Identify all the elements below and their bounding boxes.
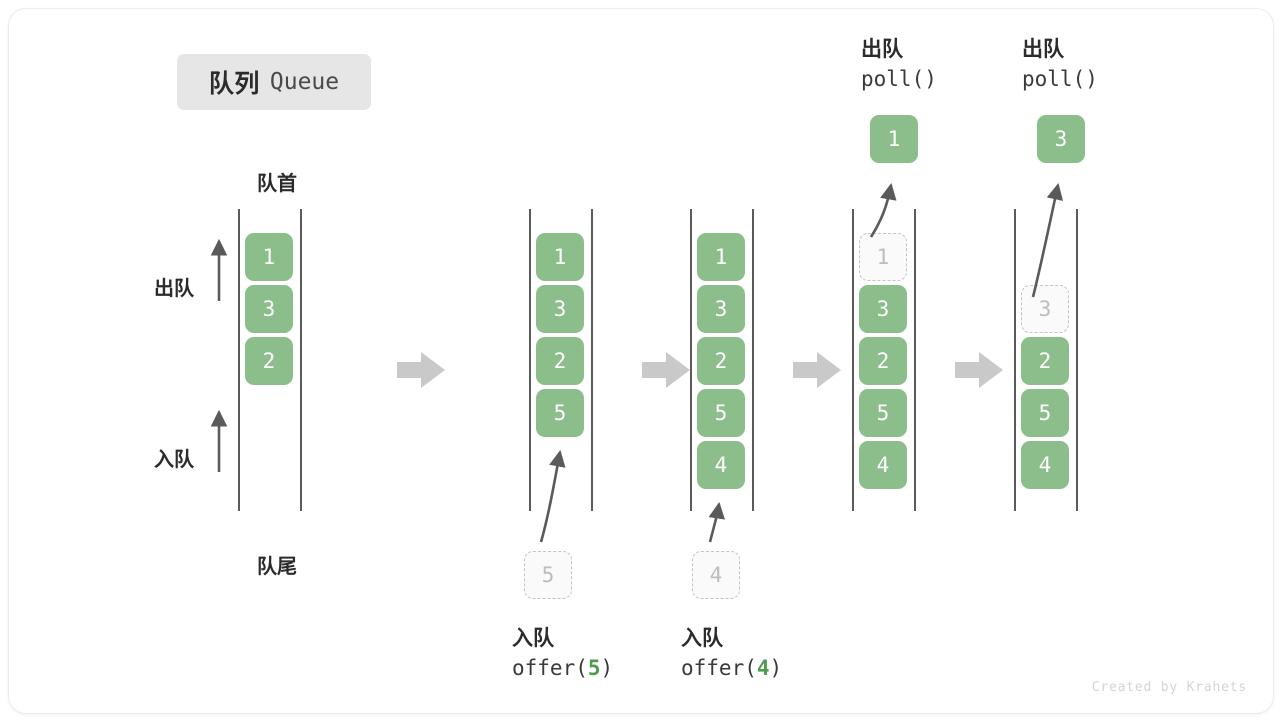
queue-tail-label: 队尾 [257,556,297,578]
offer-5-label-code: offer(5) [512,655,614,680]
popped-cell: 1 [870,115,918,163]
queue-cell: 2 [1021,337,1069,385]
poll-1-label-code: poll() [861,66,937,91]
title-badge: 队列 Queue [177,54,371,110]
offer-5-label: 入队 offer(5) [512,624,613,684]
queue-cell: 3 [697,285,745,333]
transition-arrow [793,352,841,388]
title-cn: 队列 [208,70,260,98]
poll-3-arrow [1031,182,1064,298]
queue-cell-removed: 1 [859,233,907,281]
watermark: Created by Krahets [1091,680,1247,695]
title-en: Queue [269,69,340,95]
poll-3-label-cn: 出队 [1022,38,1064,61]
poll-1-label-cn: 出队 [861,38,903,61]
offer-4-label: 入队 offer(4) [681,624,782,684]
queue-head-label: 队首 [257,173,297,195]
transition-arrow [642,352,690,388]
offer-4-arrow [708,501,726,543]
queue-cell: 4 [697,441,745,489]
queue-cell: 3 [859,285,907,333]
offer-4-label-cn: 入队 [681,627,723,650]
enqueue-direction-label: 入队 [154,449,194,471]
queue-cell: 1 [245,233,293,281]
poll-3-label-code: poll() [1022,66,1098,91]
queue-cell: 3 [245,285,293,333]
queue-cell: 2 [697,337,745,385]
queue-rail-left-1 [529,209,531,511]
queue-cell: 5 [859,389,907,437]
queue-rail-right-0 [300,209,302,511]
queue-rail-right-3 [914,209,916,511]
queue-rail-right-1 [591,209,593,511]
arrow-overlay [210,182,1064,543]
poll-1-label: 出队 poll() [861,35,937,95]
queue-cell: 3 [536,285,584,333]
transition-arrow [397,352,445,388]
popped-cell: 3 [1037,115,1085,163]
queue-rail-left-0 [238,209,240,511]
queue-cell: 1 [697,233,745,281]
transition-arrow [955,352,1003,388]
diagram-card: 队列 Queue 队首 队尾 出队 入队 1 3 2 1 3 2 5 5 入队 … [8,8,1274,714]
queue-rail-right-4 [1076,209,1078,511]
queue-cell: 5 [1021,389,1069,437]
queue-rail-left-4 [1014,209,1016,511]
offer-5-arrow [539,449,566,543]
queue-cell: 5 [536,389,584,437]
incoming-ghost-cell: 5 [524,551,572,599]
queue-cell: 2 [859,337,907,385]
queue-cell: 4 [859,441,907,489]
offer-5-label-cn: 入队 [512,627,554,650]
queue-cell: 4 [1021,441,1069,489]
queue-rail-left-3 [852,209,854,511]
queue-cell: 2 [245,337,293,385]
offer-4-label-code: offer(4) [681,655,783,680]
queue-rail-right-2 [752,209,754,511]
queue-rail-left-2 [690,209,692,511]
incoming-ghost-cell: 4 [692,551,740,599]
poll-3-label: 出队 poll() [1022,35,1098,95]
queue-cell: 2 [536,337,584,385]
queue-cell: 5 [697,389,745,437]
dequeue-direction-label: 出队 [154,278,194,300]
queue-cell: 1 [536,233,584,281]
poll-1-arrow [869,182,897,238]
queue-cell-removed: 3 [1021,285,1069,333]
